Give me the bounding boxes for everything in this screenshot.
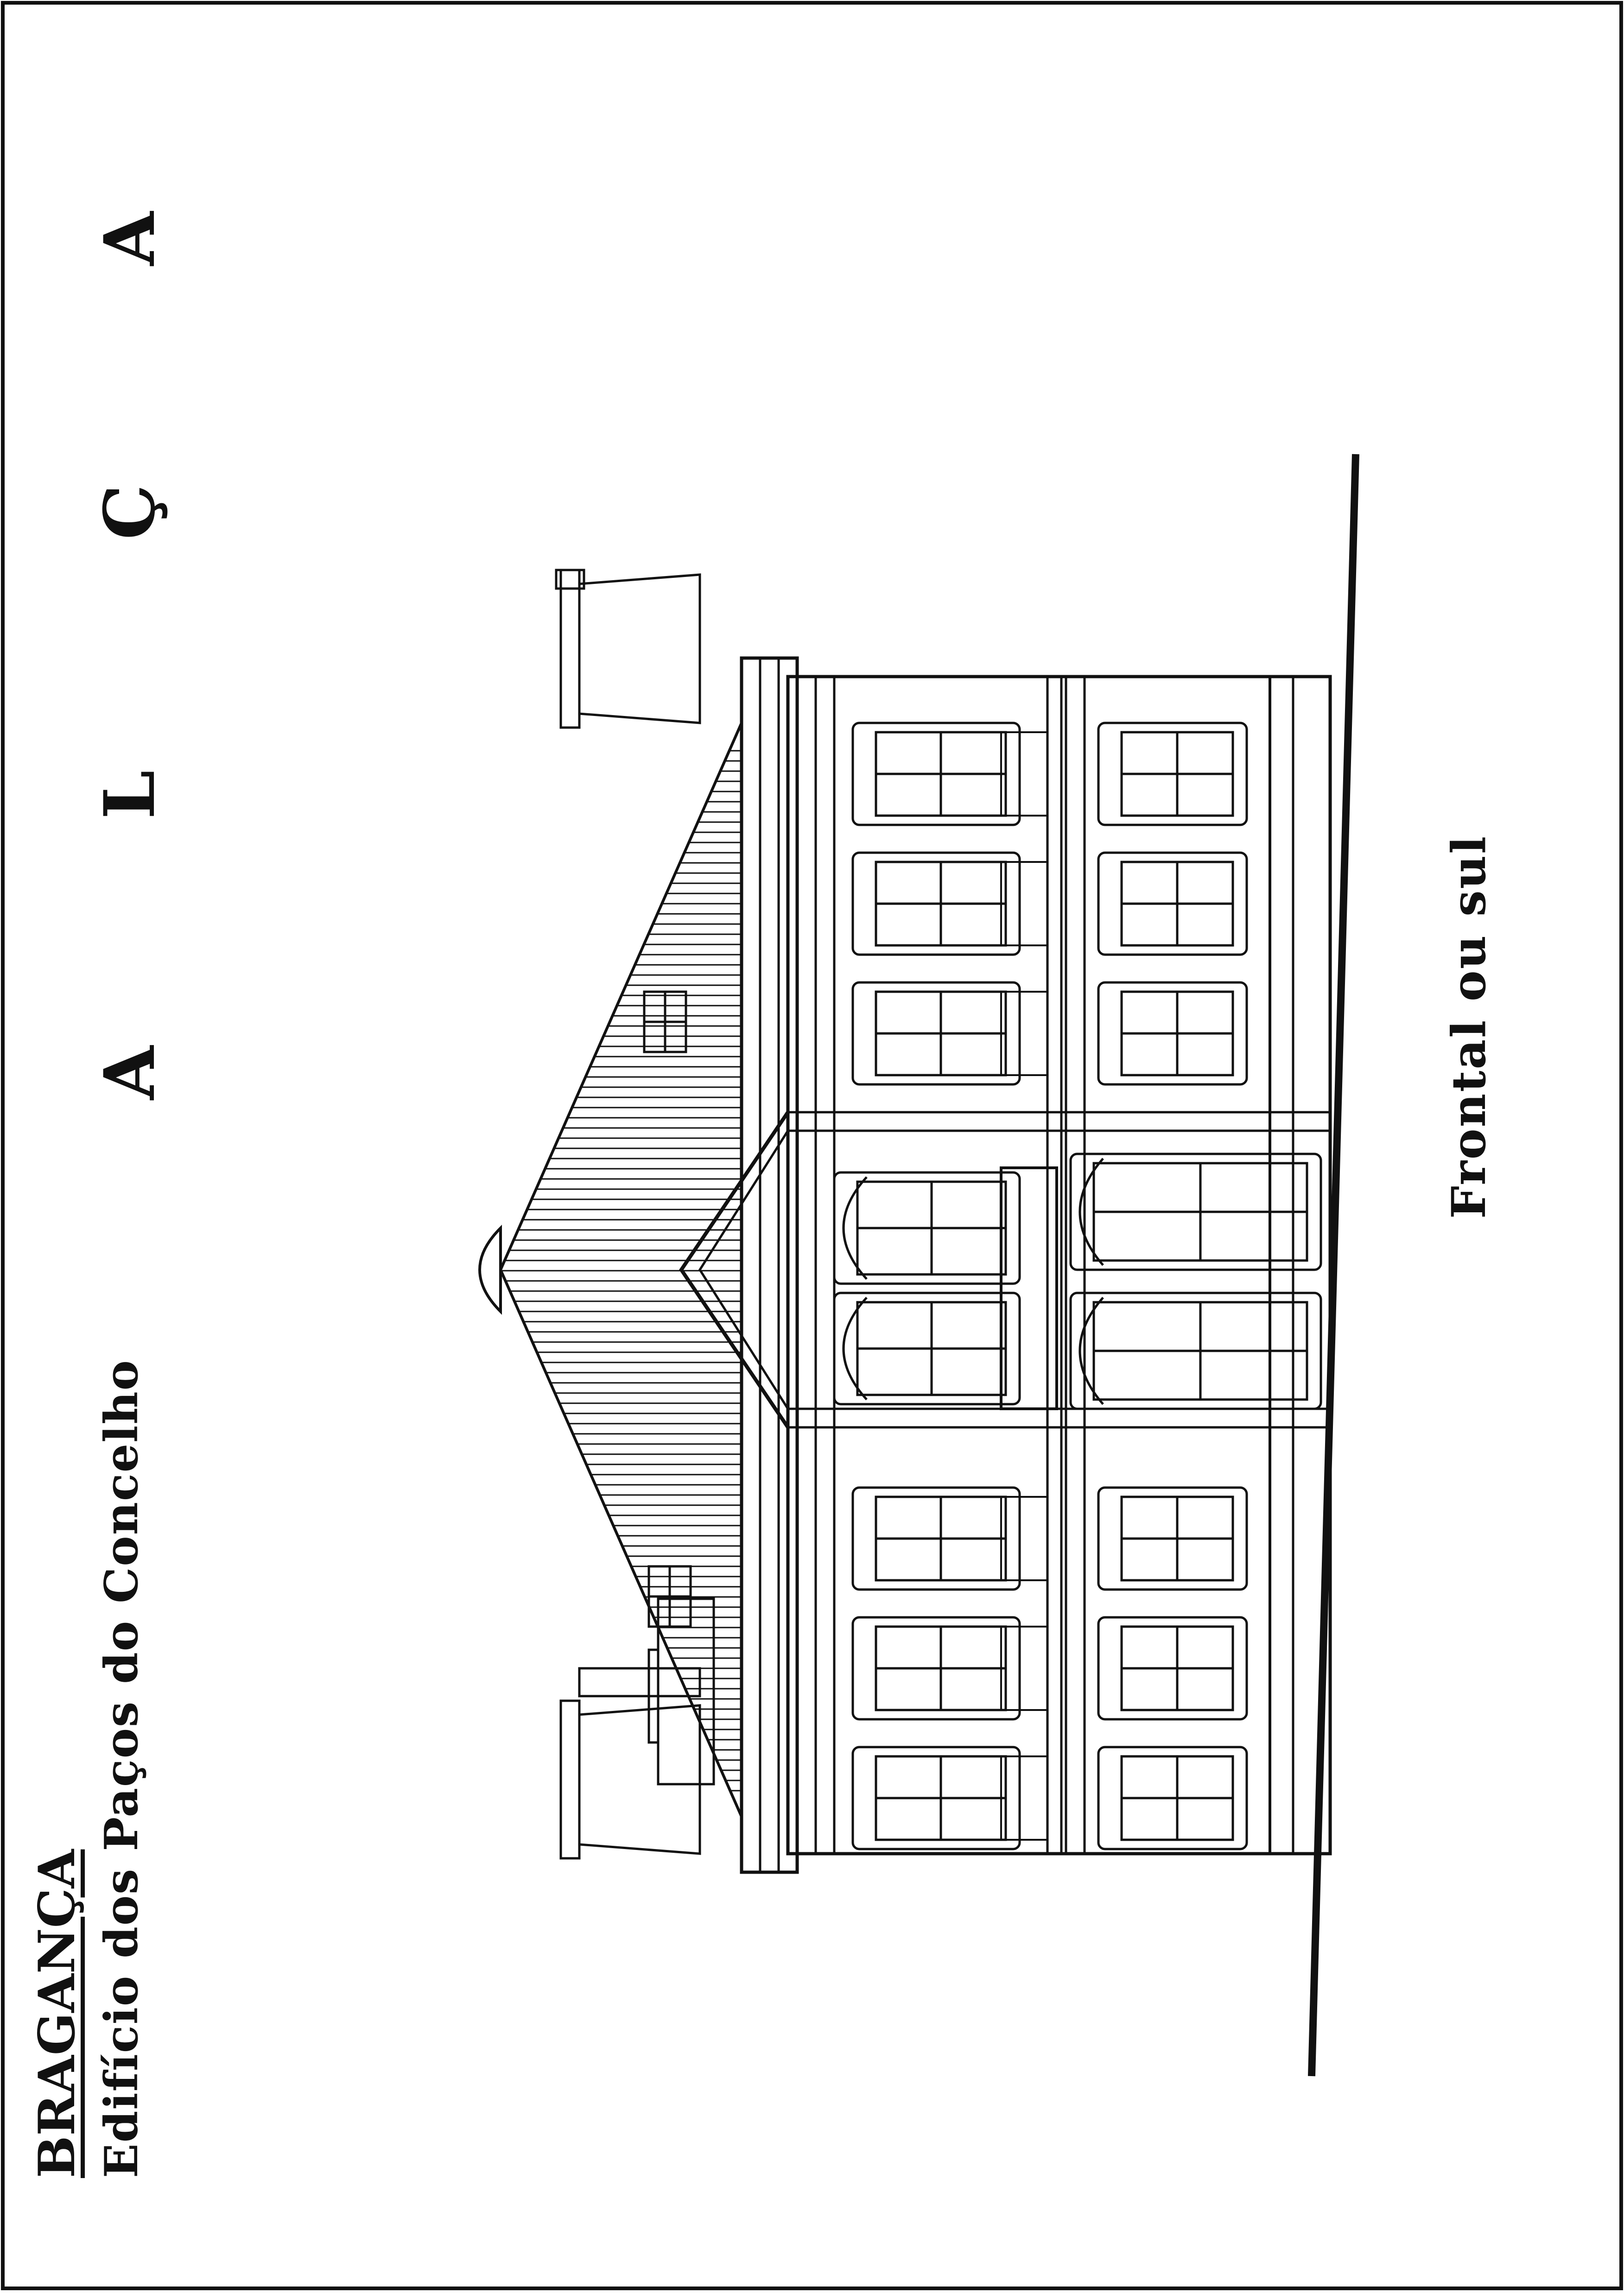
floor-band	[1046, 675, 1063, 1855]
window	[851, 1486, 1021, 1591]
window-frame	[851, 1486, 1021, 1591]
city-heading: BRAGANÇA	[28, 1849, 86, 2178]
window-frame	[851, 722, 1021, 826]
window	[851, 981, 1021, 1086]
window-frame	[1097, 851, 1248, 956]
window-frame	[1069, 1153, 1322, 1271]
window	[851, 1616, 1021, 1721]
chimney-middle	[578, 1597, 715, 1786]
window-frame	[851, 1746, 1021, 1850]
window-frame	[833, 1292, 1021, 1406]
cupola	[478, 1224, 502, 1315]
spaced-title-letter: A	[89, 1045, 171, 1100]
building-heading: Edifício dos Paços do Concelho	[95, 1359, 148, 2178]
balcony-railing	[1000, 1755, 1048, 1841]
spaced-title-letter: A	[89, 211, 171, 266]
windows	[833, 722, 1322, 1850]
spaced-title-letter: L	[89, 770, 171, 819]
balcony-railing	[1000, 1496, 1048, 1581]
window	[1097, 851, 1248, 956]
chimney-right	[559, 1699, 701, 1860]
window	[1097, 722, 1248, 826]
balcony-railing	[1000, 731, 1048, 817]
roof	[499, 722, 743, 1818]
window	[1069, 1292, 1322, 1410]
facade	[478, 454, 1359, 2077]
window	[1097, 1616, 1248, 1721]
ground-line	[1308, 454, 1359, 2077]
window	[851, 722, 1021, 826]
window	[1097, 1486, 1248, 1591]
pediment	[679, 1111, 790, 1429]
window-frame	[1097, 1486, 1248, 1591]
window-frame	[1097, 1616, 1248, 1721]
base-plinth	[1269, 675, 1332, 1855]
window	[1097, 981, 1248, 1086]
window	[851, 1746, 1021, 1850]
window-frame	[1069, 1292, 1322, 1410]
window-frame	[851, 1616, 1021, 1721]
window-frame	[1097, 1746, 1248, 1850]
window	[833, 1171, 1021, 1285]
window	[851, 851, 1021, 956]
window	[833, 1292, 1021, 1406]
window-frame	[1097, 722, 1248, 826]
balcony-railing	[1000, 991, 1048, 1076]
window	[1097, 1746, 1248, 1850]
elevation-caption: Frontal ou sul	[1441, 835, 1496, 1219]
central-balcony-railing	[1000, 1166, 1058, 1410]
roof-hatching	[501, 750, 742, 1792]
window-frame	[851, 851, 1021, 956]
window-frame	[833, 1171, 1021, 1285]
chimney-left	[555, 569, 701, 729]
window-frame	[1097, 981, 1248, 1086]
window-frame	[851, 981, 1021, 1086]
spaced-title-letter: Ç	[89, 484, 171, 540]
window	[1069, 1153, 1322, 1271]
balcony-railing	[1000, 1626, 1048, 1711]
balcony-railing	[1000, 861, 1048, 946]
